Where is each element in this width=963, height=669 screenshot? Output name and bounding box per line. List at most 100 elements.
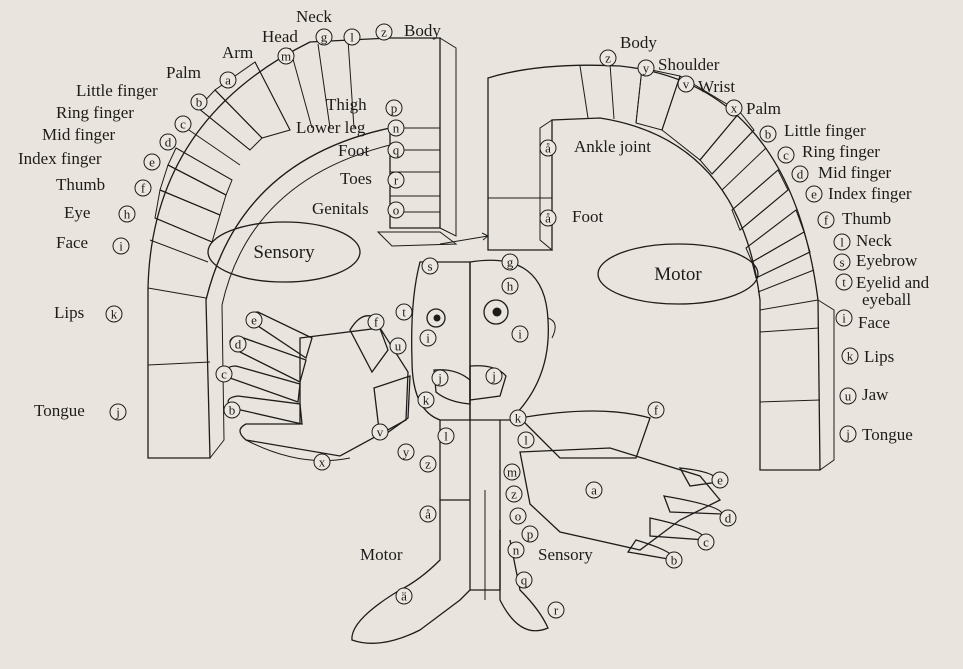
marker-letter: j <box>491 369 496 384</box>
marker-letter: ä <box>401 589 407 604</box>
label-m-ankle-joint: Ankle joint <box>574 137 651 156</box>
marker-letter: n <box>393 121 400 136</box>
marker-letter: s <box>839 255 844 270</box>
marker-letter: l <box>524 433 528 448</box>
label-arm: Arm <box>222 43 253 62</box>
right-palm <box>520 448 720 550</box>
marker-letter: n <box>513 543 520 558</box>
label-thumb: Thumb <box>56 175 105 194</box>
motor-title: Motor <box>654 264 702 285</box>
marker-letter: z <box>381 25 387 40</box>
label-eye: Eye <box>64 203 90 222</box>
label-thigh: Thigh <box>326 95 367 114</box>
marker-letter: b <box>671 553 678 568</box>
marker-letter: v <box>683 77 690 92</box>
label-neck: Neck <box>296 7 332 26</box>
marker-letter: y <box>403 445 410 460</box>
marker-letter: l <box>444 429 448 444</box>
marker-letter: m <box>281 49 291 64</box>
marker-letter: o <box>515 509 522 524</box>
label-m-ring-finger: Ring finger <box>802 142 880 161</box>
marker-letter: o <box>393 203 400 218</box>
marker-letter: e <box>811 187 817 202</box>
label-m-body: Body <box>620 33 657 52</box>
marker-letter: b <box>765 127 772 142</box>
marker-letter: d <box>797 167 804 182</box>
marker-letter: r <box>394 173 399 188</box>
sensory-labels: Neck Head Body Arm Palm Little finger Ri… <box>18 7 441 420</box>
label-m-little-finger: Little finger <box>784 121 866 140</box>
marker-letter: c <box>783 148 789 163</box>
label-m-wrist: Wrist <box>698 77 735 96</box>
marker-letter: i <box>426 331 430 346</box>
sensory-thumb-segment <box>160 165 226 215</box>
marker-letter: e <box>149 155 155 170</box>
label-genitals: Genitals <box>312 199 369 218</box>
marker-letter: l <box>840 235 844 250</box>
marker-letter: q <box>393 143 400 158</box>
marker-letter: z <box>425 457 431 472</box>
marker-letter: h <box>507 279 514 294</box>
label-m-eyebrow: Eyebrow <box>856 251 918 270</box>
marker-letter: i <box>518 327 522 342</box>
label-m-shoulder: Shoulder <box>658 55 720 74</box>
marker-letter: c <box>180 117 186 132</box>
label-homunculus-motor: Motor <box>360 545 403 564</box>
marker-letter: x <box>731 101 738 116</box>
marker-letter: b <box>229 403 236 418</box>
label-m-tongue: Tongue <box>862 425 913 444</box>
marker-letter: d <box>165 135 172 150</box>
marker-letter: k <box>515 411 522 426</box>
marker-letter: å <box>545 211 551 226</box>
label-palm: Palm <box>166 63 201 82</box>
marker-letter: c <box>221 367 227 382</box>
marker-letter: e <box>717 473 723 488</box>
marker-letter: t <box>402 305 406 320</box>
marker-letter: e <box>251 313 257 328</box>
marker-letter: f <box>374 315 379 330</box>
label-little-finger: Little finger <box>76 81 158 100</box>
marker-letter: å <box>425 507 431 522</box>
marker-letter: k <box>847 349 854 364</box>
marker-letter: i <box>119 239 123 254</box>
label-m-eyelid-2: eyeball <box>862 290 911 309</box>
marker-letter: j <box>115 405 120 420</box>
label-m-jaw: Jaw <box>862 385 889 404</box>
label-m-neck: Neck <box>856 231 892 250</box>
marker-letter: f <box>824 213 829 228</box>
marker-letter: u <box>395 339 402 354</box>
label-m-foot: Foot <box>572 207 603 226</box>
marker-letter: p <box>527 527 534 542</box>
marker-letter: h <box>124 207 131 222</box>
label-lower-leg: Lower leg <box>296 118 366 137</box>
marker-letter: d <box>235 337 242 352</box>
label-body: Body <box>404 21 441 40</box>
label-foot: Foot <box>338 141 369 160</box>
label-m-mid-finger: Mid finger <box>818 163 892 182</box>
label-lips: Lips <box>54 303 84 322</box>
marker-letter: z <box>511 487 517 502</box>
marker-letter: c <box>703 535 709 550</box>
label-index-finger: Index finger <box>18 149 102 168</box>
label-m-index-finger: Index finger <box>828 184 912 203</box>
label-toes: Toes <box>340 169 372 188</box>
marker-letter: g <box>321 30 328 45</box>
label-head: Head <box>262 27 298 46</box>
marker-letter: a <box>591 483 597 498</box>
marker-letter: s <box>427 259 432 274</box>
marker-letter: j <box>845 427 850 442</box>
label-tongue: Tongue <box>34 401 85 420</box>
marker-letter: p <box>391 101 398 116</box>
motor-labels: Body Shoulder Wrist Palm Ankle joint Foo… <box>572 33 930 444</box>
marker-letter: j <box>437 371 442 386</box>
marker-letter: q <box>521 573 528 588</box>
label-mid-finger: Mid finger <box>42 125 116 144</box>
sensory-title: Sensory <box>253 242 315 263</box>
label-homunculus-sensory: Sensory <box>538 545 593 564</box>
marker-letter: g <box>507 255 514 270</box>
marker-letter: d <box>725 511 732 526</box>
marker-letter: y <box>643 61 650 76</box>
marker-letter: i <box>842 311 846 326</box>
label-m-lips: Lips <box>864 347 894 366</box>
